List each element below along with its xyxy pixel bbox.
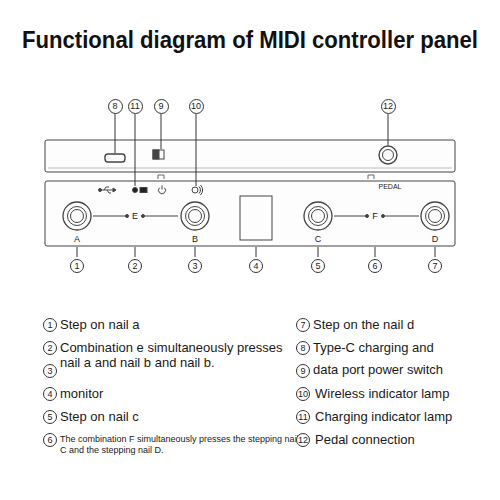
legend-text: data port power switch (313, 362, 493, 377)
charge-lamp (133, 188, 138, 193)
callout-number: 1 (70, 259, 84, 273)
legend-text: monitor (60, 386, 290, 401)
legend-number: 6 (43, 433, 57, 447)
legend-text: Type-C charging and (313, 340, 493, 355)
callout-number: 12 (381, 99, 396, 114)
legend-text: Charging indicator lamp (315, 409, 495, 424)
switch-letter: C (315, 235, 322, 244)
combo-letter: E (132, 212, 138, 221)
side-housing (45, 140, 455, 172)
callout-number: 8 (108, 99, 123, 114)
callout-number: 10 (189, 99, 204, 114)
callout-number: 5 (311, 259, 325, 273)
switch-letter: A (74, 235, 80, 244)
legend-number: 12 (296, 433, 310, 447)
callout-number: 11 (128, 99, 143, 114)
leader-line (77, 247, 435, 257)
power-icon (159, 186, 166, 194)
joint-mark (158, 175, 374, 179)
pedal-jack (379, 146, 397, 164)
callout-number: 7 (428, 259, 442, 273)
legend-number: 1 (43, 318, 57, 332)
callout-number: 2 (128, 259, 142, 273)
usb-c-port (105, 154, 125, 162)
legend-number: 10 (296, 387, 310, 401)
leader-line (115, 114, 388, 186)
legend-text: Step on nail c (60, 409, 290, 424)
switch-letter: B (192, 235, 198, 244)
callout-number: 9 (154, 99, 169, 114)
usb-icon (99, 187, 117, 193)
footswitch (63, 202, 449, 230)
diagram-title: Functional diagram of MIDI controller pa… (22, 26, 478, 54)
callout-number: 4 (249, 259, 263, 273)
port-label: PEDAL (379, 183, 402, 190)
power-switch (153, 150, 164, 159)
switch-letter: D (432, 235, 439, 244)
switch-knob (153, 150, 159, 159)
legend-text: Wireless indicator lamp (315, 386, 495, 401)
combo-pointer (93, 215, 419, 218)
legend-text: Step on nail a (60, 317, 290, 332)
legend-number: 4 (43, 387, 57, 401)
legend-number: 5 (43, 410, 57, 424)
legend-number: 8 (296, 341, 310, 355)
battery-icon (140, 188, 147, 193)
housing-edge (48, 168, 452, 169)
legend-text: Pedal connection (315, 432, 495, 447)
legend-number: 11 (296, 410, 310, 424)
wireless-icon (192, 185, 203, 195)
legend-number: 2 (43, 341, 57, 355)
legend-number: 9 (296, 364, 310, 378)
pedal-jack-inner (383, 150, 394, 161)
legend-text: Combination e simultaneously presses nai… (60, 340, 295, 370)
combo-letter: F (372, 212, 378, 221)
front-panel (45, 181, 455, 246)
callout-number: 3 (188, 259, 202, 273)
legend-number: 3 (43, 364, 57, 378)
legend-number: 7 (296, 318, 310, 332)
monitor-screen (240, 196, 272, 240)
callout-number: 6 (368, 259, 382, 273)
legend-text: Step on the nail d (313, 317, 493, 332)
legend-text: The combination F simultaneously presses… (60, 434, 300, 456)
